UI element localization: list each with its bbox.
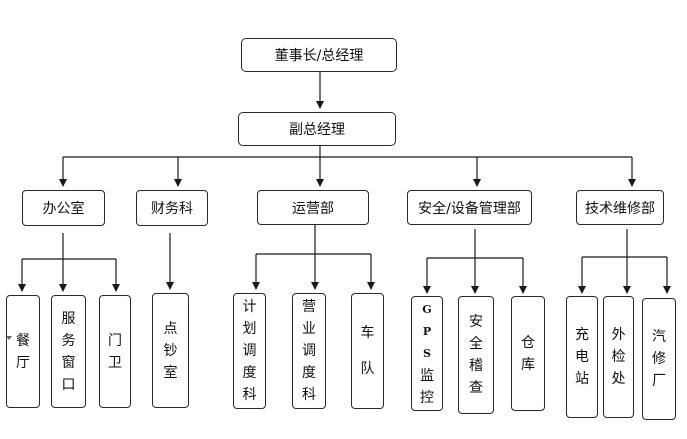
node-gps-monitoring-char: S <box>423 346 431 360</box>
node-gate-guard-char: 卫 <box>108 354 122 371</box>
node-warehouse-char: 库 <box>521 356 535 373</box>
node-counting-room-char: 点 <box>163 320 178 337</box>
node-fleet-char: 队 <box>360 361 375 377</box>
node-vice-gm-label: 副总经理 <box>289 122 345 138</box>
node-charging-station-char: 充 <box>575 327 589 343</box>
node-safety-inspection-char: 查 <box>469 380 483 396</box>
node-gps-monitoring-char: 监 <box>420 367 434 384</box>
node-charging-station: 充 电 站 <box>566 296 598 418</box>
node-gate-guard: 门 卫 <box>99 295 131 408</box>
node-business-dispatch: 营 业 调 度 科 <box>292 293 326 409</box>
node-planning-dispatch-char: 科 <box>242 387 257 403</box>
node-restaurant: 餐 厅 <box>6 295 40 408</box>
node-gate-guard-char: 门 <box>108 332 122 349</box>
node-counting-room-char: 钞 <box>163 342 178 359</box>
node-external-inspection-char: 外 <box>611 327 626 343</box>
node-chairman-label: 董事长/总经理 <box>274 48 364 64</box>
node-business-dispatch-char: 度 <box>302 365 316 381</box>
node-service-window-char: 务 <box>61 332 76 349</box>
node-external-inspection-char: 检 <box>611 349 626 365</box>
node-auto-repair-char: 修 <box>652 351 666 367</box>
node-business-dispatch-char: 营 <box>302 299 316 315</box>
small-triangle-icon <box>6 336 12 340</box>
node-planning-dispatch-char: 计 <box>242 299 257 315</box>
node-dept-office-label: 办公室 <box>42 201 85 217</box>
node-safety-inspection-char: 安 <box>469 314 483 330</box>
node-gps-monitoring-char: P <box>422 324 432 338</box>
node-fleet-char: 车 <box>360 325 375 341</box>
node-business-dispatch-char: 科 <box>302 387 316 403</box>
node-dept-maintenance-label: 技术维修部 <box>585 200 655 217</box>
node-charging-station-char: 站 <box>575 371 589 387</box>
node-safety-inspection-char: 全 <box>469 336 483 352</box>
node-dept-safety-label: 安全/设备管理部 <box>418 200 521 217</box>
node-counting-room: 点 钞 室 <box>152 293 189 408</box>
node-dept-maintenance: 技术维修部 <box>576 190 664 225</box>
node-counting-room-char: 室 <box>163 364 178 381</box>
node-planning-dispatch: 计 划 调 度 科 <box>233 293 266 409</box>
node-dept-finance: 财务科 <box>136 190 208 226</box>
node-charging-station-char: 电 <box>575 349 589 365</box>
node-planning-dispatch-char: 度 <box>242 365 257 381</box>
node-dept-finance-label: 财务科 <box>151 201 193 217</box>
node-planning-dispatch-char: 调 <box>242 343 257 359</box>
node-gps-monitoring-char: G <box>422 302 432 316</box>
node-service-window: 服 务 窗 口 <box>51 295 86 408</box>
node-restaurant-char: 餐 <box>16 332 30 349</box>
node-restaurant-char: 厅 <box>16 354 30 371</box>
node-external-inspection-char: 处 <box>611 371 626 387</box>
node-auto-repair-char: 汽 <box>652 329 666 345</box>
node-dept-operations-label: 运营部 <box>292 200 334 217</box>
node-safety-inspection: 安 全 稽 查 <box>458 296 494 414</box>
node-dept-operations: 运营部 <box>257 190 369 225</box>
node-auto-repair: 汽 修 厂 <box>642 298 676 420</box>
node-gps-monitoring: G P S 监 控 <box>411 296 443 411</box>
node-business-dispatch-char: 调 <box>302 343 316 359</box>
node-chairman: 董事长/总经理 <box>241 38 397 72</box>
node-warehouse-char: 仓 <box>521 334 535 351</box>
node-safety-inspection-char: 稽 <box>469 358 483 374</box>
node-gps-monitoring-char: 控 <box>420 389 434 406</box>
node-service-window-char: 口 <box>61 376 76 393</box>
node-vice-gm: 副总经理 <box>238 112 396 146</box>
node-dept-office: 办公室 <box>22 190 105 226</box>
node-external-inspection: 外 检 处 <box>603 296 634 418</box>
node-planning-dispatch-char: 划 <box>242 321 257 337</box>
node-service-window-char: 窗 <box>61 354 76 371</box>
node-fleet: 车 队 <box>351 293 384 409</box>
node-business-dispatch-char: 业 <box>302 321 316 337</box>
node-service-window-char: 服 <box>61 310 76 327</box>
node-dept-safety: 安全/设备管理部 <box>407 190 532 225</box>
node-warehouse: 仓 库 <box>511 296 545 411</box>
node-auto-repair-char: 厂 <box>652 373 666 389</box>
